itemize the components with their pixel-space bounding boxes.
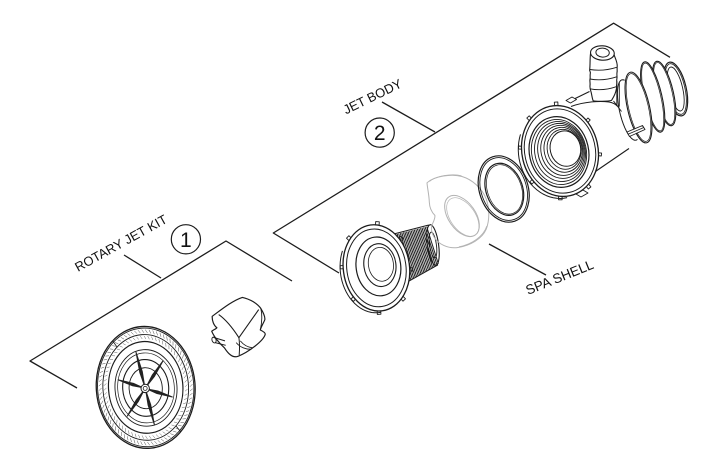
svg-text:1: 1 bbox=[180, 229, 192, 252]
svg-text:2: 2 bbox=[374, 122, 386, 145]
